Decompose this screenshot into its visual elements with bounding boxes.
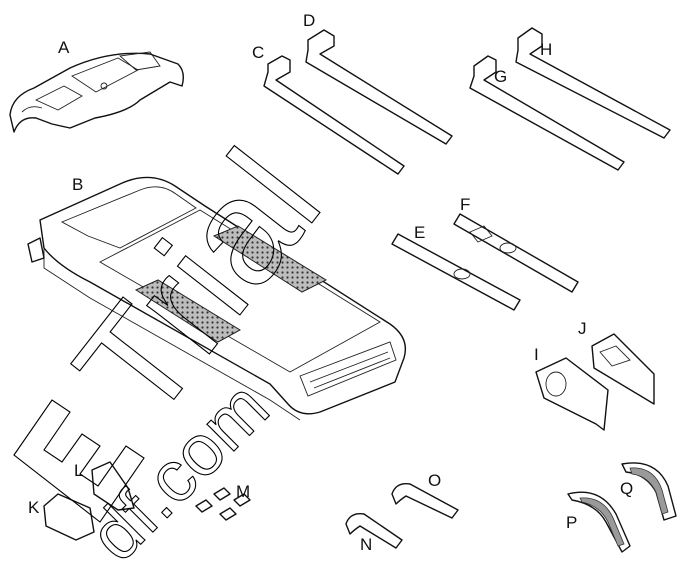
part-g-upright-tube (469, 55, 625, 171)
part-p-trim (567, 491, 631, 553)
label-p: P (566, 513, 577, 532)
label-m: M (236, 482, 250, 501)
label-l: L (74, 461, 83, 480)
label-g: G (494, 67, 507, 86)
part-d-upright-tube (305, 29, 453, 145)
part-n-bracket (345, 513, 403, 549)
label-i: I (534, 345, 539, 364)
part-b-treadmill-deck (27, 176, 407, 421)
label-k: K (28, 498, 40, 517)
label-c: C (252, 43, 264, 62)
label-a: A (58, 38, 70, 57)
part-k-cover (43, 493, 95, 541)
part-h-upright-tube (515, 27, 671, 139)
part-a-console (9, 51, 185, 133)
part-c-upright-tube (263, 55, 405, 175)
label-b: B (72, 175, 83, 194)
part-m-pads (195, 487, 251, 521)
label-o: O (428, 471, 441, 490)
part-o-bracket (391, 483, 459, 519)
part-q-trim (621, 462, 677, 521)
label-n: N (360, 535, 372, 554)
part-i-side-cover (535, 357, 609, 431)
label-d: D (303, 11, 315, 30)
label-j: J (578, 319, 587, 338)
part-e-crossbar (391, 233, 521, 311)
part-f-crossbar (453, 213, 579, 293)
label-e: E (414, 223, 425, 242)
watermark-e-shape (13, 399, 145, 523)
label-q: Q (620, 479, 633, 498)
label-f: F (460, 195, 470, 214)
part-l-cover (91, 461, 135, 511)
part-j-side-cover (591, 333, 655, 405)
label-h: H (540, 40, 552, 59)
